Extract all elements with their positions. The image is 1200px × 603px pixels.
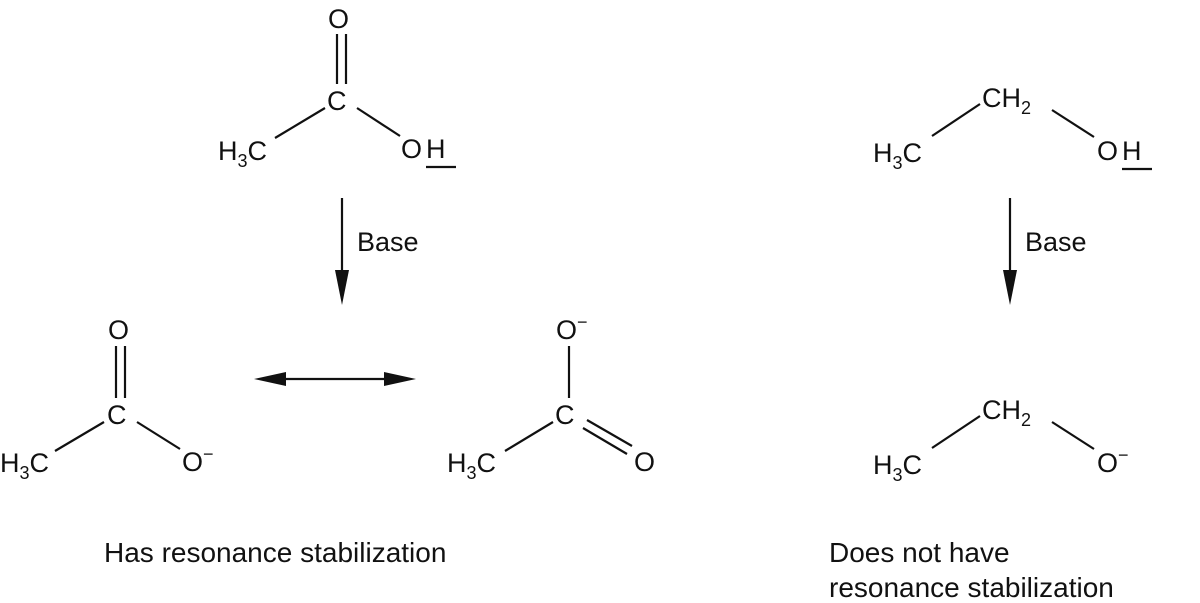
right-reagent-label: Base [1025,227,1087,257]
right-reaction-arrow: Base [1003,198,1087,305]
c-c-bond [931,415,981,449]
hydroxyl-oxygen-label: O [1097,136,1118,166]
acetate-resonance-form-2: O− C H3C O [447,312,655,483]
carbonyl-carbon-label: C [107,400,127,430]
carbon-label: C [555,400,575,430]
right-caption-line-2: resonance stabilization [829,572,1114,603]
c-o-bond [1051,109,1095,138]
c-o-bond [1051,421,1095,450]
methyl-group-label: H3C [218,136,267,171]
left-reagent-label: Base [357,227,419,257]
resonance-arrow [254,372,416,386]
arrow-head [1003,270,1017,305]
resonance-arrow-left-head [254,372,286,386]
acidic-hydrogen-label: H [426,134,446,164]
left-caption: Has resonance stabilization [104,537,446,568]
methyl-group-label: H3C [873,450,922,485]
c-o-bond [356,107,401,137]
carbonyl-oxygen-label: O [634,447,655,477]
methyl-group-label: H3C [0,448,49,483]
double-bond-line-1 [586,419,633,447]
methylene-group-label: CH2 [982,395,1031,430]
ethoxide-molecule: CH2 H3C O− [873,395,1129,485]
right-caption-line-1: Does not have [829,537,1010,568]
anionic-oxygen-label: O− [556,312,588,345]
left-reaction-arrow: Base [335,198,419,305]
methyl-group-label: H3C [447,448,496,483]
c-c-bond [504,421,554,452]
ethanol-molecule: CH2 H3C O H [873,83,1152,173]
acetic-acid-molecule: O C H3C O H [218,4,456,171]
c-c-bond [274,107,326,139]
methyl-group-label: H3C [873,138,922,173]
arrow-head [335,270,349,305]
hydroxyl-oxygen-label: O [401,134,422,164]
resonance-arrow-right-head [384,372,416,386]
acetate-resonance-form-1: O C H3C O− [0,315,214,483]
c-o-bond [136,421,181,450]
carbonyl-carbon-label: C [327,86,347,116]
carbonyl-oxygen-label: O [108,315,129,345]
anionic-oxygen-label: O− [182,444,214,477]
acidic-hydrogen-label: H [1122,136,1142,166]
c-c-bond [931,103,981,137]
carbonyl-oxygen-label: O [328,4,349,34]
double-bond-line-2 [582,427,628,455]
c-c-bond [54,421,105,452]
anionic-oxygen-label: O− [1097,445,1129,478]
methylene-group-label: CH2 [982,83,1031,118]
